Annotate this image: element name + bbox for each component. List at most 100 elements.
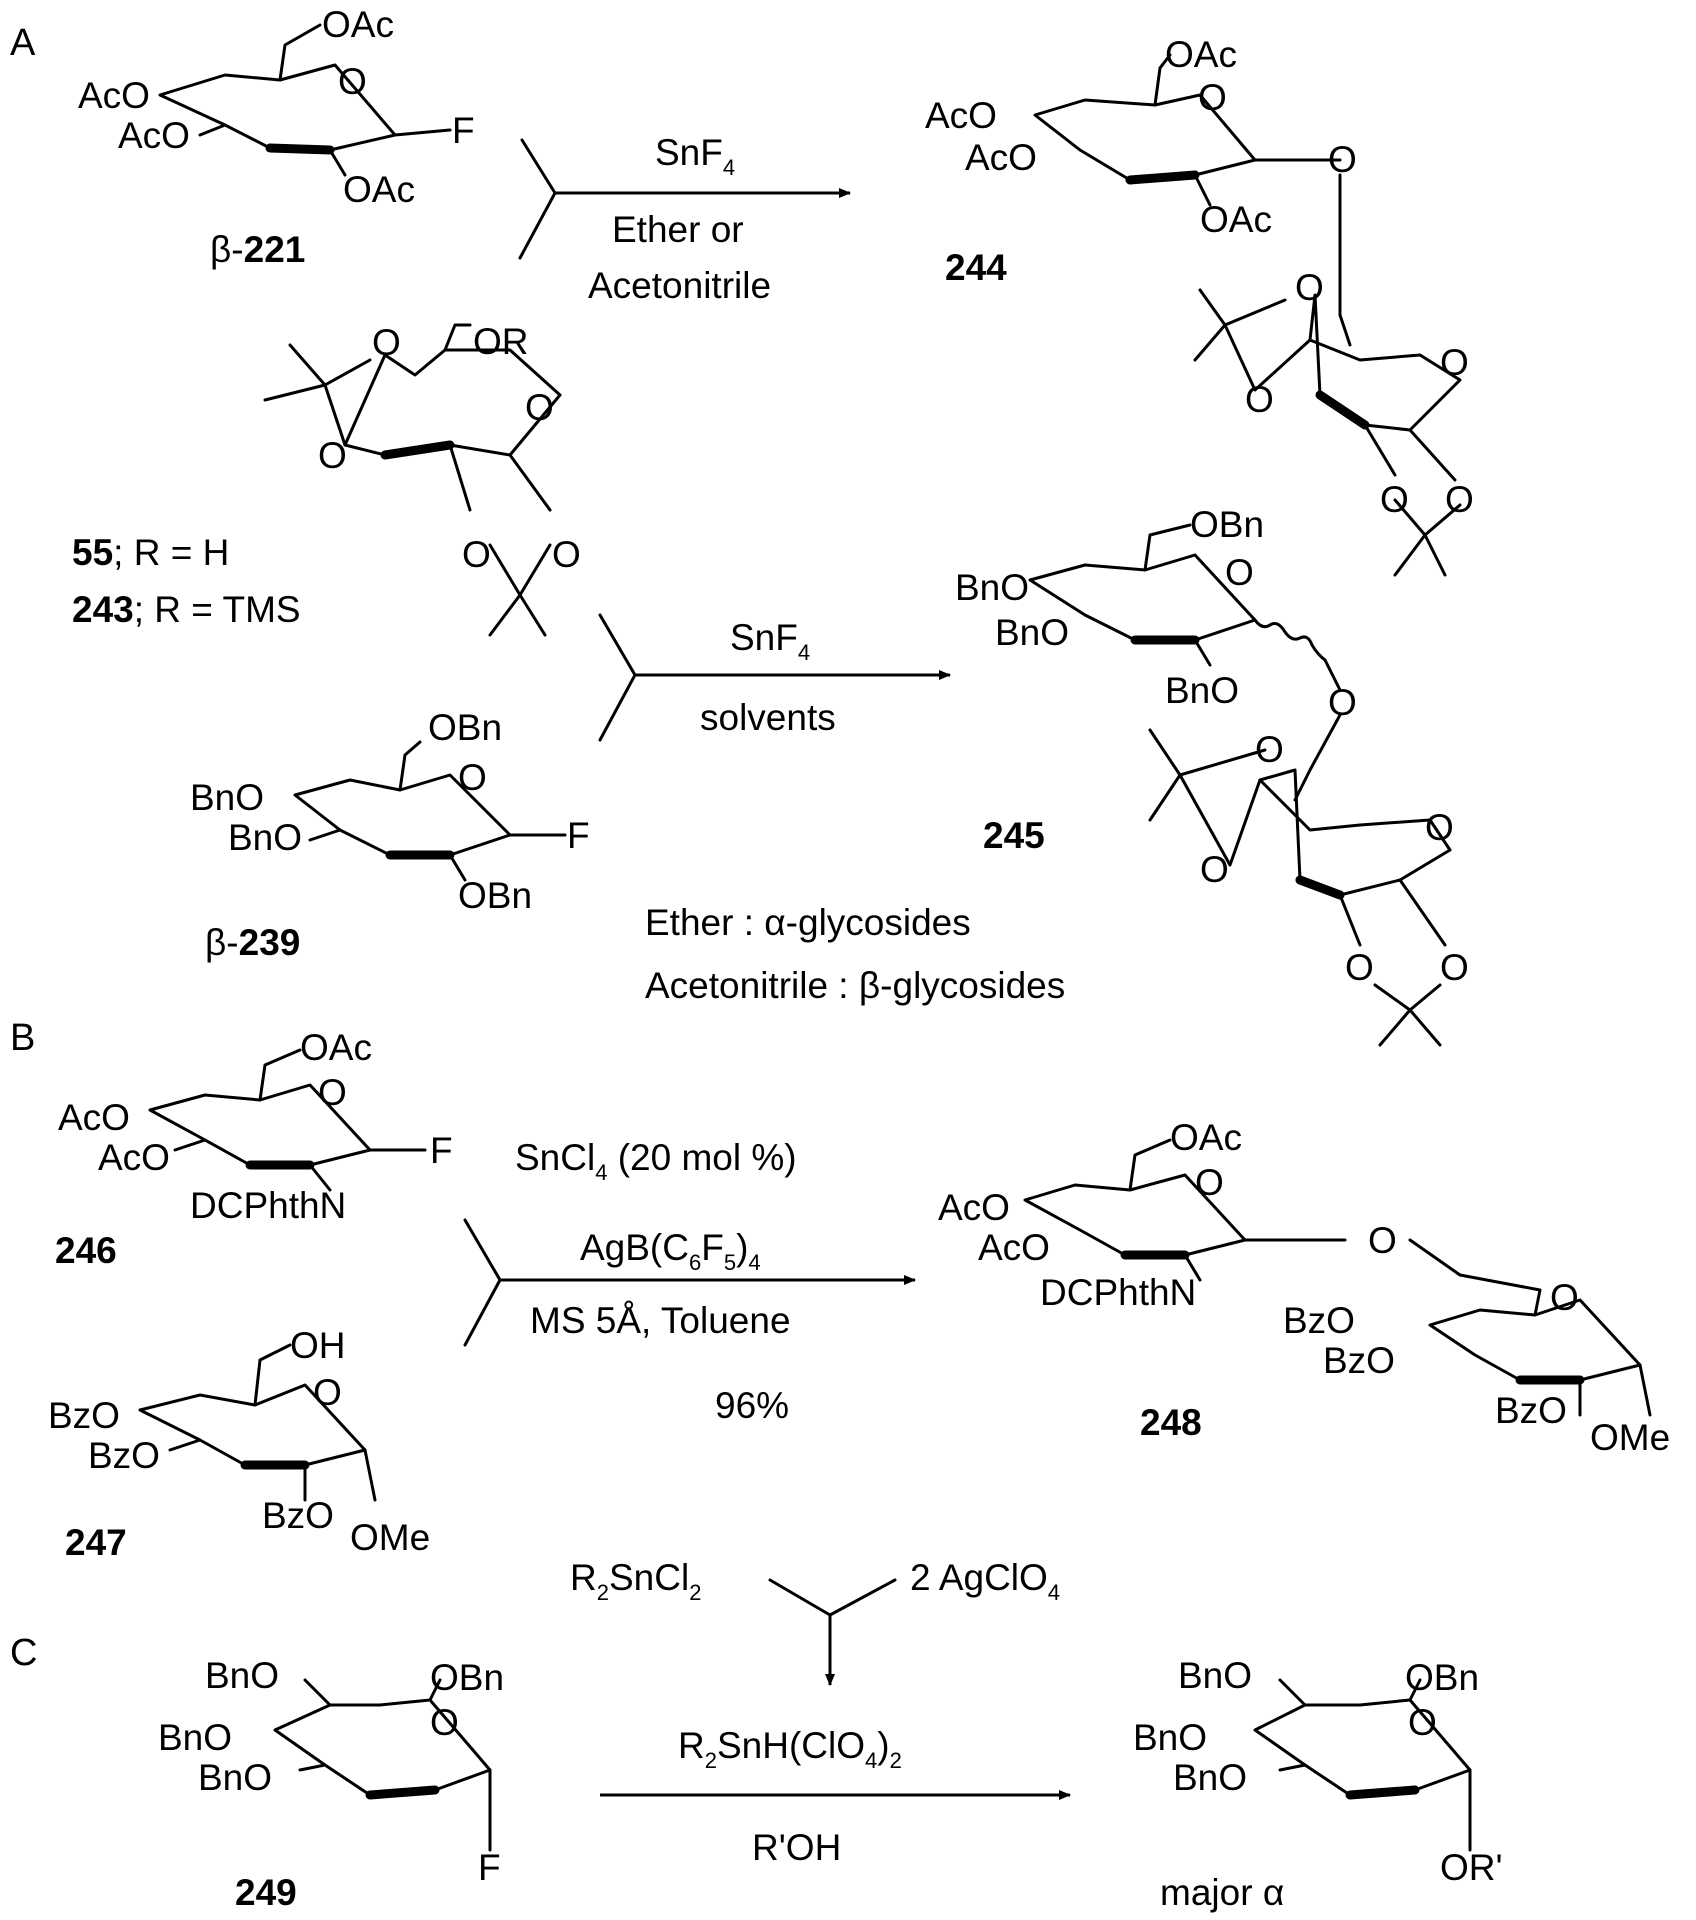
aco-label: AcO bbox=[118, 115, 190, 156]
bno-label: BnO bbox=[1173, 1757, 1247, 1798]
panel-label-a: A bbox=[10, 22, 36, 64]
svg-text:β-221: β-221 bbox=[210, 229, 305, 270]
oac-label: OAc bbox=[1200, 199, 1272, 240]
panel-label-b: B bbox=[10, 1017, 35, 1059]
ring-oxygen: O bbox=[525, 387, 554, 428]
ring-oxygen: O bbox=[1550, 1277, 1579, 1318]
aco-label: AcO bbox=[58, 1097, 130, 1138]
r-tms-label: ; R = TMS bbox=[134, 589, 301, 630]
compound-number-248: 248 bbox=[1140, 1402, 1202, 1443]
oac-label: OAc bbox=[300, 1027, 372, 1068]
reaction-arrow-c: R2SnH(ClO4)2 R'OH bbox=[600, 1725, 1071, 1868]
compound-244-structure: OAc O AcO AcO O OAc 244 O O O O O bbox=[925, 34, 1474, 577]
conditions-ms-toluene: MS 5Å, Toluene bbox=[530, 1300, 791, 1341]
ring-oxygen: O bbox=[1440, 342, 1469, 383]
glycosides-label: -glycosides bbox=[880, 965, 1065, 1006]
ring-oxygen: O bbox=[372, 322, 401, 363]
aco-label: AcO bbox=[938, 1187, 1010, 1228]
compound-248-structure: OAc O AcO AcO O DCPhthN O BzO BzO 248 Bz… bbox=[938, 1117, 1670, 1458]
alpha-symbol: α bbox=[764, 902, 785, 943]
aco-label: AcO bbox=[925, 95, 997, 136]
aco-label: AcO bbox=[78, 75, 150, 116]
reaction-arrow-a1: SnF4 Ether or Acetonitrile bbox=[518, 132, 851, 306]
oac-label: OAc bbox=[1170, 1117, 1242, 1158]
ring-oxygen: O bbox=[1425, 807, 1454, 848]
ring-oxygen: O bbox=[1408, 1702, 1437, 1743]
dcphthn-label: DCPhthN bbox=[1040, 1272, 1196, 1313]
ring-oxygen: O bbox=[430, 1702, 459, 1743]
bno-label: BnO bbox=[955, 567, 1029, 608]
ring-oxygen: O bbox=[1245, 379, 1274, 420]
reagent-sncl4: SnCl4 (20 mol %) bbox=[515, 1137, 797, 1185]
svg-text:OR: OR bbox=[473, 321, 529, 362]
ring-oxygen: O bbox=[1255, 729, 1284, 770]
compound-number-249: 249 bbox=[235, 1872, 297, 1913]
compound-number-247: 247 bbox=[65, 1522, 127, 1563]
compound-246-structure: OAc O AcO AcO F DCPhthN 246 bbox=[55, 1027, 453, 1271]
oac-label: OAc bbox=[322, 4, 394, 45]
ring-oxygen: O bbox=[1200, 849, 1229, 890]
svg-text:Acetonitrile : β-glycosides: Acetonitrile : β-glycosides bbox=[645, 965, 1065, 1006]
compound-239-structure: OBn O BnO BnO F OBn β-239 bbox=[190, 707, 590, 963]
ring-oxygen: O bbox=[1380, 479, 1409, 520]
selectivity-note: Ether : α-glycosides Acetonitrile : β-gl… bbox=[645, 902, 1065, 1006]
bzo-label: BzO bbox=[1323, 1340, 1395, 1381]
compound-number-243: 243 bbox=[72, 589, 134, 630]
bno-label: BnO bbox=[995, 612, 1069, 653]
bno-label: BnO bbox=[158, 1717, 232, 1758]
beta-symbol: β bbox=[210, 229, 231, 270]
glycosidic-oxygen: O bbox=[1368, 1220, 1397, 1261]
compound-247-structure: OH O BzO BzO BzO OMe 247 bbox=[48, 1325, 430, 1563]
oh-label: OH bbox=[290, 1325, 346, 1366]
compound-245-structure: OBn O BnO BnO BnO O O O O O O 245 bbox=[955, 504, 1469, 1047]
bzo-label: BzO bbox=[1283, 1300, 1355, 1341]
glycosides-label: -glycosides bbox=[786, 902, 971, 943]
compound-number-55: 55 bbox=[72, 532, 113, 573]
bzo-label: BzO bbox=[88, 1435, 160, 1476]
ring-oxygen: O bbox=[1295, 267, 1324, 308]
bno-label: BnO bbox=[205, 1655, 279, 1696]
reagent-agb: AgB(C6F5)4 bbox=[580, 1227, 761, 1275]
or-group-label: OR bbox=[473, 321, 529, 362]
solvent-ether-or: Ether or bbox=[612, 209, 744, 250]
obn-label: OBn bbox=[458, 875, 532, 916]
solvents-label: solvents bbox=[700, 697, 836, 738]
dcphthn-label: DCPhthN bbox=[190, 1185, 346, 1226]
fluorine-label: F bbox=[430, 1130, 453, 1171]
ring-oxygen: O bbox=[1198, 77, 1227, 118]
aco-label: AcO bbox=[965, 137, 1037, 178]
aco-label: AcO bbox=[978, 1227, 1050, 1268]
ring-oxygen: O bbox=[552, 534, 581, 575]
beta-symbol: β bbox=[205, 922, 226, 963]
obn-label: OBn bbox=[1190, 504, 1264, 545]
bzo-label: BzO bbox=[48, 1395, 120, 1436]
svg-text:β-239: β-239 bbox=[205, 922, 300, 963]
svg-text:243; R = TMS: 243; R = TMS bbox=[72, 589, 301, 630]
catalyst-generation: R2SnCl2 2 AgClO4 bbox=[570, 1557, 1060, 1686]
ring-oxygen: O bbox=[462, 534, 491, 575]
bno-label: BnO bbox=[198, 1757, 272, 1798]
reaction-arrow-a2: SnF4 solvents bbox=[598, 613, 951, 742]
product-alpha-structure: BnO OBn O BnO BnO OR' major α bbox=[1133, 1655, 1503, 1913]
compound-221-structure: OAc O AcO AcO F OAc β-221 bbox=[78, 4, 475, 270]
ome-label: OMe bbox=[1590, 1417, 1670, 1458]
ring-oxygen: O bbox=[318, 435, 347, 476]
ome-label: OMe bbox=[350, 1517, 430, 1558]
fluorine-label: F bbox=[567, 815, 590, 856]
compound-249-structure: BnO OBn O BnO BnO F 249 bbox=[158, 1655, 504, 1913]
obn-label: OBn bbox=[1405, 1657, 1479, 1698]
obn-label: OBn bbox=[428, 707, 502, 748]
r2sncl2-label: R2SnCl2 bbox=[570, 1557, 701, 1605]
reagent-snf4: SnF4 bbox=[655, 132, 735, 180]
compound-55-243-structure: O OR O O O O 55; R = H 243; R = TMS bbox=[72, 321, 581, 637]
svg-text:major α: major α bbox=[1160, 1872, 1284, 1913]
svg-text:55; R = H: 55; R = H bbox=[72, 532, 229, 573]
ring-oxygen: O bbox=[1195, 1162, 1224, 1203]
bno-label: BnO bbox=[228, 817, 302, 858]
beta-symbol: β bbox=[859, 965, 880, 1006]
glycosidic-oxygen: O bbox=[1328, 139, 1357, 180]
aco-label: AcO bbox=[98, 1137, 170, 1178]
ring-oxygen: O bbox=[458, 757, 487, 798]
ring-oxygen: O bbox=[338, 61, 367, 102]
reaction-arrow-b: SnCl4 (20 mol %) AgB(C6F5)4 MS 5Å, Tolue… bbox=[463, 1137, 916, 1426]
